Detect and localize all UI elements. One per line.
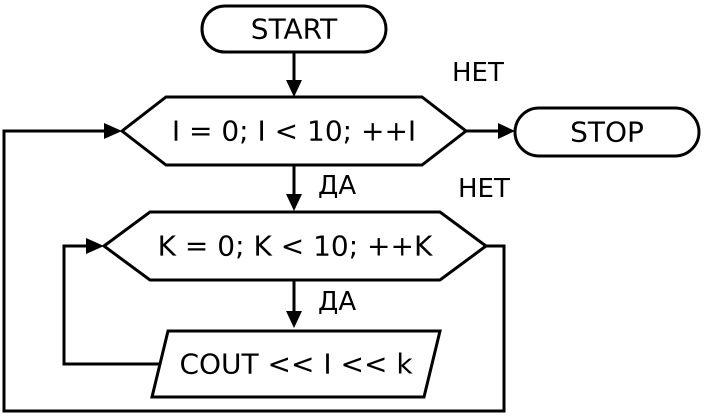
- edge-output-loop-back: [62, 244, 166, 366]
- edges: [2, 52, 515, 413]
- arrowhead-inner-loop-to-output: [286, 311, 302, 328]
- inner-loop-label: K = 0; K < 10; ++K: [158, 230, 433, 263]
- outer-loop-shape: [119, 95, 469, 167]
- outer-no-label: НЕТ: [452, 58, 504, 88]
- stop-terminator: STOP: [513, 106, 701, 158]
- arrowhead-outer-loop-to-stop: [498, 123, 515, 139]
- start-terminator: START: [200, 4, 388, 54]
- arrowhead-output-loop-back: [86, 238, 104, 254]
- start-shape: [200, 4, 388, 54]
- outer-loop-node: I = 0; I < 10; ++I: [119, 95, 469, 167]
- inner-loop-shape: [101, 210, 489, 282]
- output-shape: [150, 329, 442, 399]
- output-node: COUT << I << k: [150, 329, 442, 399]
- outer-loop-label: I = 0; I < 10; ++I: [172, 115, 416, 148]
- start-label: START: [251, 13, 338, 46]
- stop-label: STOP: [570, 116, 644, 149]
- output-label: COUT << I << k: [179, 348, 413, 381]
- arrowhead-start-to-outer-loop: [286, 80, 302, 97]
- inner-no-label: НЕТ: [458, 174, 510, 204]
- inner-yes-label: ДА: [318, 287, 356, 317]
- edge-inner-loop-exit-to-outer: [2, 129, 506, 413]
- stop-shape: [513, 106, 701, 158]
- arrowhead-inner-loop-exit-to-outer: [104, 123, 122, 139]
- inner-loop-node: K = 0; K < 10; ++K: [101, 210, 489, 282]
- arrowhead-outer-loop-to-inner-loop: [286, 194, 302, 211]
- outer-yes-label: ДА: [318, 171, 356, 201]
- edge-labels: НЕТ ДА НЕТ ДА: [318, 58, 510, 317]
